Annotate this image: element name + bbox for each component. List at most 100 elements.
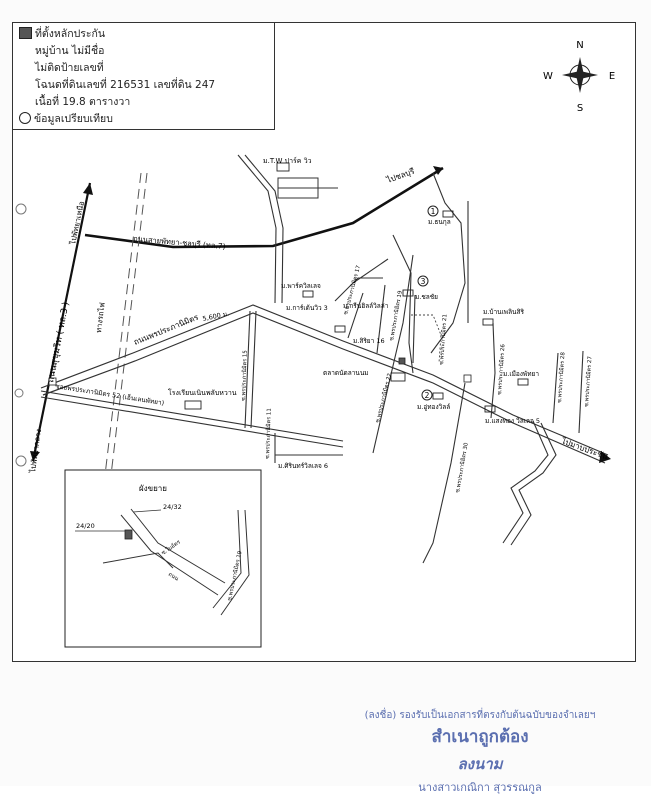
legend-text: ข้อมูลเปรียบเทียบ [34,113,113,125]
place-tw-park: ม.T.W ปาร์ค วิว [263,157,312,165]
tw-park-road [237,154,277,304]
inset-collateral [124,529,133,540]
soi22-road [372,254,414,454]
seal-logo-top [15,203,27,215]
place-sirin: ม.ศิรินทร์วิลเลจ 6 [278,462,328,470]
soi52-road-edge [40,396,344,448]
soi26-road [490,322,496,419]
stamp-line-2: สำเนาถูกต้อง [431,727,529,747]
dir-to-north-pattaya: ไปพัทยาเหนือ [68,200,86,246]
label-soi28: ซ.พรประภานิมิตร 28 [556,351,567,403]
winding-road-edge [510,422,557,546]
winding-road [502,420,549,544]
label-soi19: ซ.พรประภานิมิตร 19 [388,290,404,342]
inset-label-b: 24/20 [76,522,95,530]
legend-text: ที่ตั้งหลักประกัน [35,28,106,40]
inset-road-left [102,552,174,569]
soi19-road [347,292,364,339]
comparison-marker-3 [417,275,429,287]
house-icon [184,162,529,413]
legend-item-collateral: ที่ตั้งหลักประกัน [19,26,268,43]
compass-icon [562,57,598,93]
legend-text: เนื้อที่ 19.8 ตารางวา [35,96,131,108]
place-chalermchai: ม.ชลชัย [415,293,438,301]
label-railway: ทางรถไฟ [94,302,107,333]
soi52-road [40,390,344,442]
label-sukhumvit: ถนนสุขุมวิท ( ทล.3 ) [45,301,71,384]
label-soi30: ซ.พรประภานิมิตร 30 [454,442,470,494]
inset-road-side [212,509,242,609]
place-muang-pattaya: ม.เมืองพัทยา [503,370,539,378]
comparison-marker-3-label: 3 [421,277,426,286]
sukhumvit-road [31,182,92,462]
seal-logo-bottom [15,455,27,467]
place-baan-plern: ม.บ้านเพลินสิริ [483,308,524,316]
road-ne-2 [430,172,466,354]
road-ne-5 [334,277,383,302]
box-marker-b [48,377,57,386]
legend-item-no-number: ไม่ติดป้ายเลขที่ [19,60,268,77]
place-saeng-thong: ม.แสงทอง วิลเลจ 5 [485,417,540,425]
legend-item-deed: โฉนดที่ดินเลขที่ 216531 เลขที่ดิน 247 [19,77,268,94]
label-soi11: ซ.พรประภานิมิตร 11 [264,408,273,459]
stamp-line-1: (ลงชื่อ) รองรับเป็นเอกสารที่ตรงกับต้นฉบั… [364,710,596,721]
road-ne-1 [392,234,414,374]
legend-item-area: เนื้อที่ 19.8 ตารางวา [19,94,268,111]
legend-item-comparison: ข้อมูลเปรียบเทียบ [19,111,268,128]
signature: ลงนาม [457,755,503,773]
dir-to-central-pattaya: ไปพัทยากลาง [28,428,43,474]
dotted-soi [411,314,442,364]
comparison-marker-2 [421,389,433,401]
dir-to-map-prachan: ไปมาบประชัน [559,436,609,462]
arrow-to-central-pattaya [30,451,40,461]
label-soi27: ซ.พรประภานิมิตร 27 [583,355,594,407]
soi17-road [376,284,386,354]
place-siriya: ม.สิริยา 16 [353,337,385,345]
dir-to-chonburi: ไปชลบุรี [385,166,417,185]
comparison-marker-2-label: 2 [425,391,430,400]
inset-pointer-a [132,509,162,513]
label-soi26: ซ.พรประภานิมิตร 26 [496,343,507,395]
signer-name: นางสาวเกณิกา สุวรรณกูล [418,781,542,794]
soi21-road [412,294,416,364]
legend-box: ที่ตั้งหลักประกัน หมู่บ้าน ไม่มีชื่อ ไม่… [12,22,275,130]
inset-road-main-edge [120,514,219,596]
phonprapha-road [40,304,609,456]
place-park-village: ม.พาร์ควิลเลจ [281,282,321,290]
pattaya-chonburi-road [84,166,444,249]
side-road-a-edge [250,310,257,429]
soi28-road [552,352,559,424]
label-soi15: ซ.พรประภานิมิตร 15 [240,350,249,402]
legend-text: โฉนดที่ดินเลขที่ 216531 เลขที่ดิน 247 [35,79,216,91]
box-marker-a [463,374,472,383]
distance-label: 5,600 ม. [202,310,230,323]
inset-title: ผังขยาย [139,484,167,493]
inset-road-main [130,508,226,584]
place-market: ตลาดนัดลานนม [323,369,369,377]
collateral-marker [398,357,406,365]
inset-road-side-edge [220,509,250,616]
place-u-thong: ม.อู่ทองวิลล์ [417,403,450,411]
arrow-to-north-pattaya [83,183,93,195]
compass-w: W [543,71,553,82]
certified-copy-stamp: (ลงชื่อ) รองรับเป็นเอกสารที่ตรงกับต้นฉบั… [330,708,630,796]
legend-text: ไม่ติดป้ายเลขที่ [35,62,104,74]
soi27-road [578,350,584,434]
legend-item-village: หมู่บ้าน ไม่มีชื่อ [19,43,268,60]
comparison-marker-1-label: 1 [431,207,436,216]
label-soi52: ซอยพรประภานิมิตร 52 (เอ็นเลนพัทยา) [55,381,165,407]
seal-logo-mid [14,388,24,398]
circle-icon [19,112,31,124]
compass-e: E [609,71,615,82]
place-garden-view: ม.การ์เด้นวิว 3 [286,304,328,312]
place-school: โรงเรียนเนินพลับหวาน [168,388,237,397]
comparison-marker-1 [427,205,439,217]
compass-s: S [577,103,583,114]
tw-park-road-edge [244,154,284,304]
inset-road-c: ถนน [167,572,180,583]
location-map: 1 2 3 N S W E ถนนสุขุมวิท ( ทล.3 ) ถนนสา… [14,40,615,648]
phonprapha-road-edge [42,312,606,464]
legend-text: หมู่บ้าน ไม่มีชื่อ [35,45,105,57]
label-soi21: ซ.พรประภานิมิตร 21 [438,314,449,365]
